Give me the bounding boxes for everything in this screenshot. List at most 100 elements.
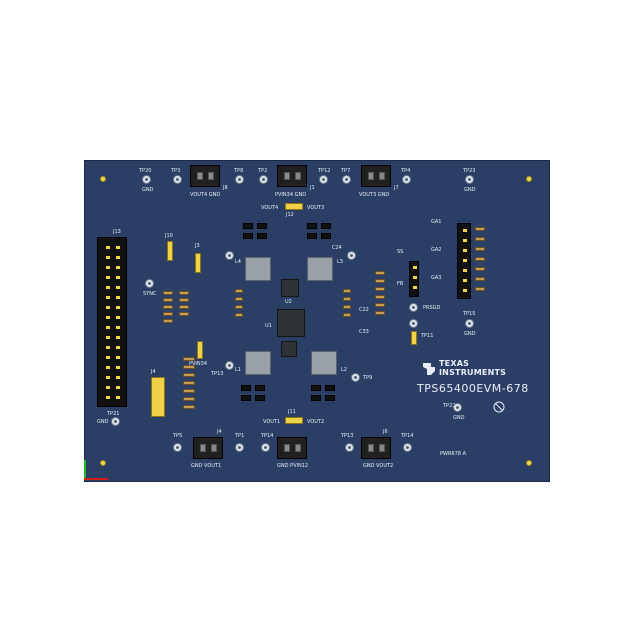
tp14b-label: TP14 — [401, 433, 414, 439]
resistor — [375, 271, 385, 275]
resistor — [343, 297, 351, 301]
ga3-label: GA3 — [431, 275, 442, 281]
test-point-tp6[interactable] — [347, 251, 356, 260]
resistor — [375, 303, 385, 307]
jumper-header-j11[interactable] — [285, 417, 303, 424]
resistor — [163, 319, 173, 323]
test-point-tp4[interactable] — [402, 175, 411, 184]
resistor — [235, 305, 243, 309]
l3-label: L3 — [337, 259, 343, 265]
test-point-tp2[interactable] — [259, 175, 268, 184]
resistor — [475, 227, 485, 231]
tp3-label: TP3 — [171, 168, 181, 174]
terminal-block-pvin12[interactable] — [277, 437, 307, 459]
j13-label: J13 — [113, 229, 121, 235]
jumper-j10[interactable] — [167, 241, 173, 261]
terminal-block-j1[interactable] — [277, 165, 307, 187]
resistor — [163, 291, 173, 295]
test-point-tp21[interactable] — [111, 417, 120, 426]
terminal-block-j7[interactable] — [361, 165, 391, 187]
test-point-tp22[interactable] — [453, 403, 462, 412]
resistor — [179, 305, 189, 309]
brand-line1: TEXAS — [439, 359, 470, 368]
mounting-hole-icon — [100, 176, 106, 182]
test-point-prsgd[interactable] — [409, 303, 418, 312]
test-point-tp7[interactable] — [342, 175, 351, 184]
jumper-header-j12[interactable] — [285, 203, 303, 210]
test-point-tp10[interactable] — [225, 251, 234, 260]
resistor — [183, 373, 195, 377]
resistor — [475, 257, 485, 261]
tp7-label: TP7 — [341, 168, 351, 174]
gnd-pvin12-label: GND PVIN12 — [277, 463, 309, 469]
test-point-tp12[interactable] — [319, 175, 328, 184]
capacitor — [321, 233, 331, 239]
jumper-tp11[interactable] — [411, 331, 417, 345]
l4-label: L4 — [235, 259, 241, 265]
tp21-label: TP21 — [107, 411, 120, 417]
tp15-label: TP15 — [463, 311, 476, 317]
test-point-tp13b[interactable] — [345, 443, 354, 452]
revision-label: PWR678 A — [440, 451, 466, 457]
vout4-gnd-label: VOUT4 GND — [190, 192, 221, 198]
no-symbol-icon — [493, 401, 505, 413]
ribbon-header-j13[interactable] — [97, 237, 127, 407]
ga1-label: GA1 — [431, 219, 442, 225]
terminal-block-j8[interactable] — [190, 165, 220, 187]
gnd-vout2-label: GND VOUT2 — [363, 463, 394, 469]
j7-label: J7 — [394, 185, 399, 191]
pvin34-gnd-label: PVIN34 GND — [275, 192, 307, 198]
jumper-header-ga[interactable] — [457, 223, 471, 299]
test-point-tp11[interactable] — [409, 319, 418, 328]
test-point-tp5[interactable] — [173, 443, 182, 452]
capacitor — [255, 385, 265, 391]
jumper-header-j4[interactable] — [151, 377, 165, 417]
brand-line2: INSTRUMENTS — [439, 368, 507, 377]
resistor — [235, 297, 243, 301]
j4-label: J4 — [151, 369, 156, 375]
test-point-tp15[interactable] — [465, 319, 474, 328]
tp15-gnd-label: GND — [464, 331, 476, 337]
capacitor — [243, 223, 253, 229]
test-point-tp3[interactable] — [173, 175, 182, 184]
inductor-l1 — [245, 351, 271, 375]
resistor — [343, 305, 351, 309]
terminal-block-vout1[interactable] — [193, 437, 223, 459]
tp9-label: TP9 — [363, 375, 373, 381]
resistor — [163, 298, 173, 302]
jumper-j3[interactable] — [195, 253, 201, 273]
test-point-tp1[interactable] — [235, 443, 244, 452]
c24-label: C24 — [332, 245, 342, 251]
resistor — [235, 289, 243, 293]
corner-mark-green — [84, 460, 86, 480]
jumper-pvin34[interactable] — [197, 341, 203, 359]
capacitor — [243, 233, 253, 239]
test-point-tp14b[interactable] — [403, 443, 412, 452]
vout3-label: VOUT3 — [307, 205, 325, 211]
test-point-tp8[interactable] — [235, 175, 244, 184]
resistor — [179, 298, 189, 302]
tp4-label: TP4 — [401, 168, 411, 174]
resistor — [183, 381, 195, 385]
capacitor — [307, 233, 317, 239]
test-point-tp20[interactable] — [142, 175, 151, 184]
capacitor — [311, 395, 321, 401]
tp8-label: TP8 — [234, 168, 244, 174]
tp22-label: TP22 — [443, 403, 456, 409]
test-point-tp9[interactable] — [351, 373, 360, 382]
test-point-tp13[interactable] — [225, 361, 234, 370]
test-point-tp19[interactable] — [145, 279, 154, 288]
l1-label: L1 — [235, 367, 241, 373]
j6-label: J6 — [383, 429, 388, 435]
c22-label: C22 — [359, 307, 369, 313]
test-point-tp14[interactable] — [261, 443, 270, 452]
test-point-tp23[interactable] — [465, 175, 474, 184]
resistor — [179, 312, 189, 316]
resistor — [183, 357, 195, 361]
inductor-l2 — [311, 351, 337, 375]
j8-label: J8 — [223, 185, 228, 191]
jumper-header-prsgd[interactable] — [409, 261, 419, 297]
terminal-block-vout2[interactable] — [361, 437, 391, 459]
resistor — [475, 247, 485, 251]
capacitor — [307, 223, 317, 229]
